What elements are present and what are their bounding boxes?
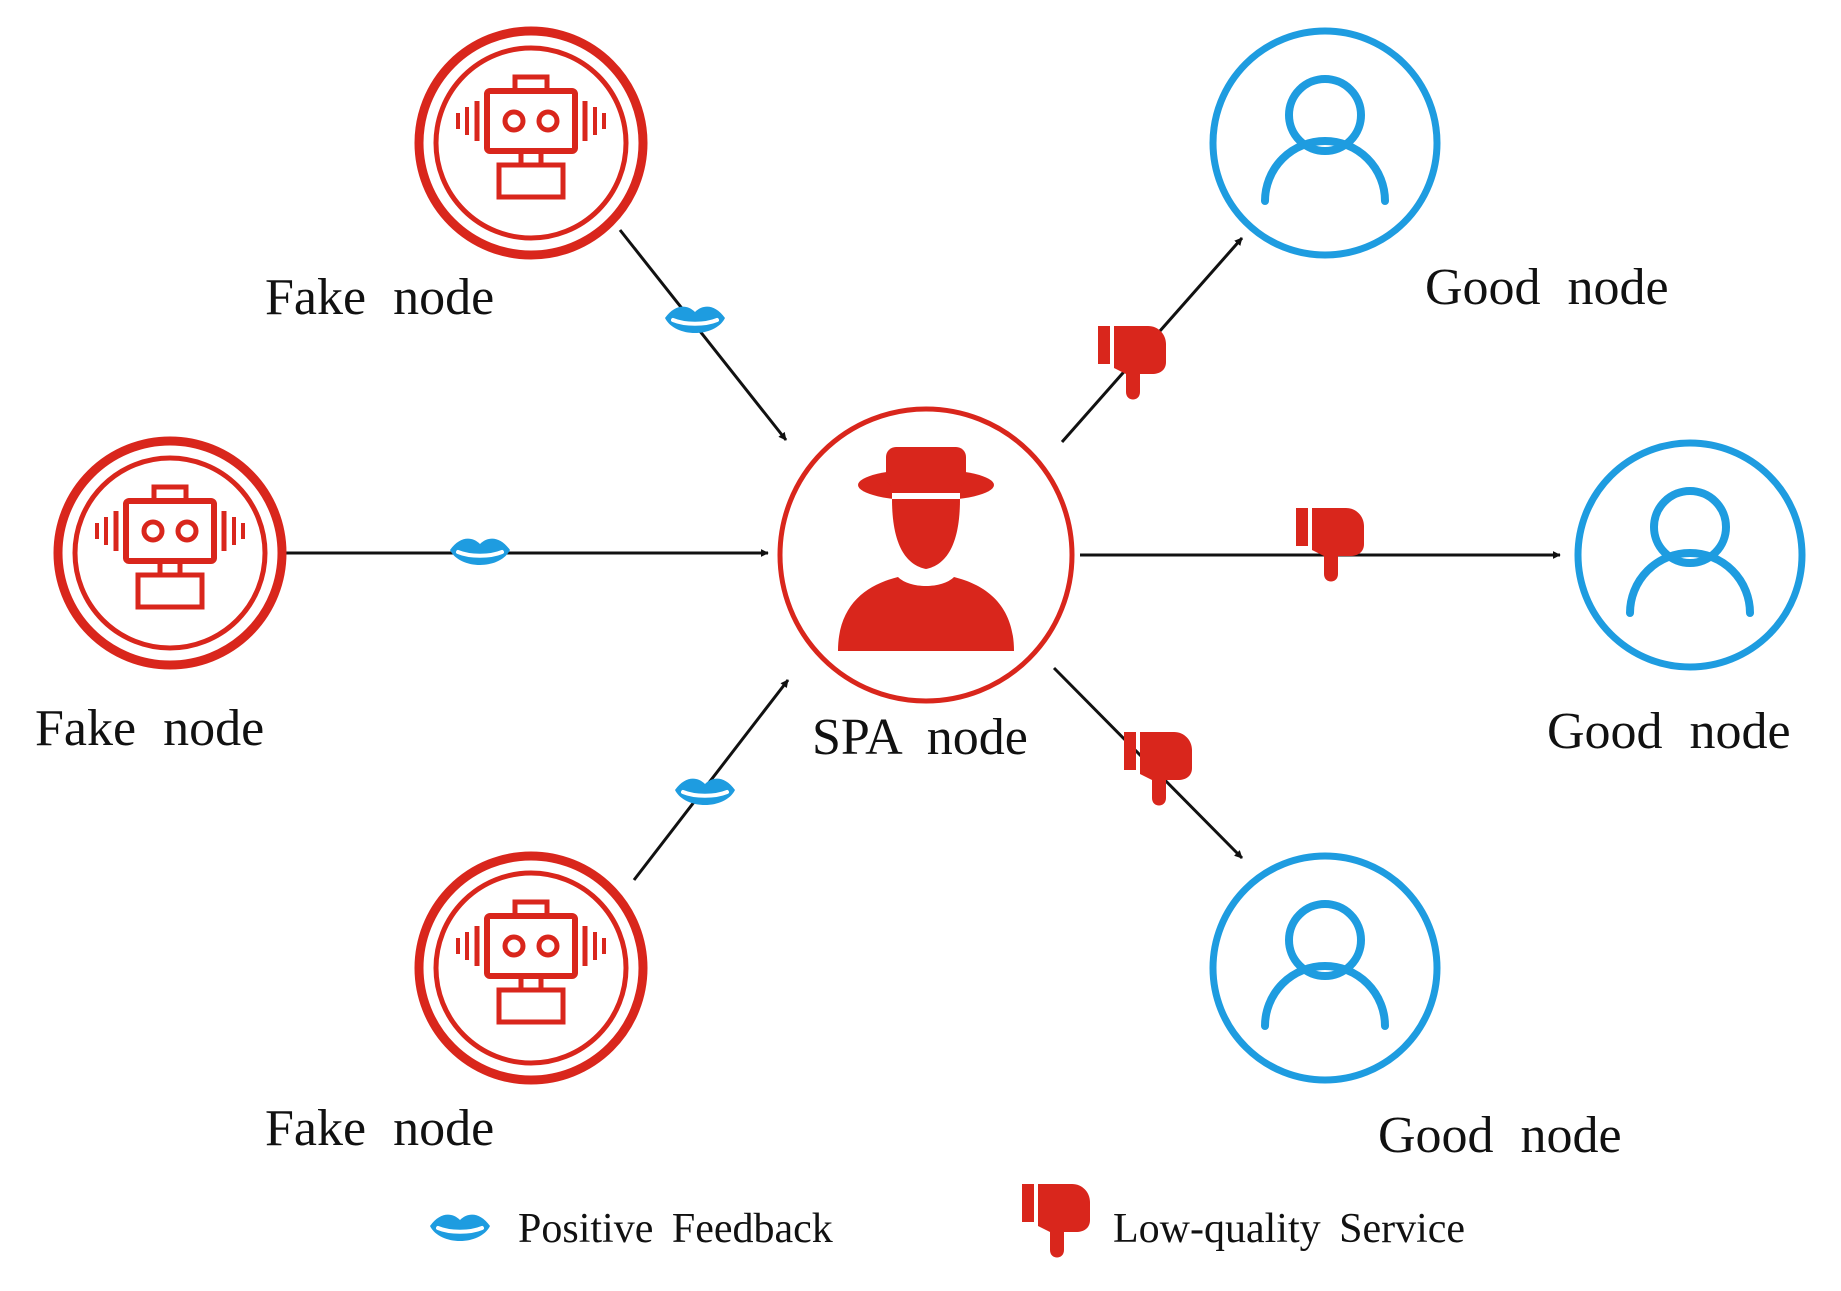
- fake-node-label-top: Fake node: [265, 269, 495, 326]
- robot-icon: [419, 31, 643, 255]
- fake-node-label-bottom: Fake node: [265, 1100, 495, 1157]
- fake-node-label-mid: Fake node: [35, 700, 265, 757]
- legend-lips-icon: [428, 1212, 492, 1243]
- hat-person-icon: [838, 447, 1014, 651]
- legend-positive-feedback: Positive Feedback: [518, 1206, 833, 1252]
- legend-thumbs-down-icon: [1022, 1184, 1090, 1258]
- spa-node-label: SPA node: [812, 709, 1028, 766]
- lips-icon: [448, 536, 512, 567]
- good-node-label-top: Good node: [1425, 259, 1669, 316]
- good-node-label-bottom: Good node: [1378, 1107, 1622, 1164]
- user-icon: [1213, 31, 1437, 255]
- robot-icon: [58, 441, 282, 665]
- thumbs-down-icon: [1124, 732, 1192, 806]
- lips-icon: [663, 304, 727, 335]
- lips-icon: [673, 776, 737, 807]
- spa-node: [777, 406, 1075, 704]
- good-node-label-mid: Good node: [1547, 703, 1791, 760]
- edge-fake-top-to-spa: [618, 229, 788, 441]
- robot-icon: [419, 856, 643, 1080]
- user-icon: [1213, 856, 1437, 1080]
- user-icon: [1578, 443, 1802, 667]
- legend-low-quality-service: Low-quality Service: [1113, 1206, 1466, 1252]
- thumbs-down-icon: [1296, 508, 1364, 582]
